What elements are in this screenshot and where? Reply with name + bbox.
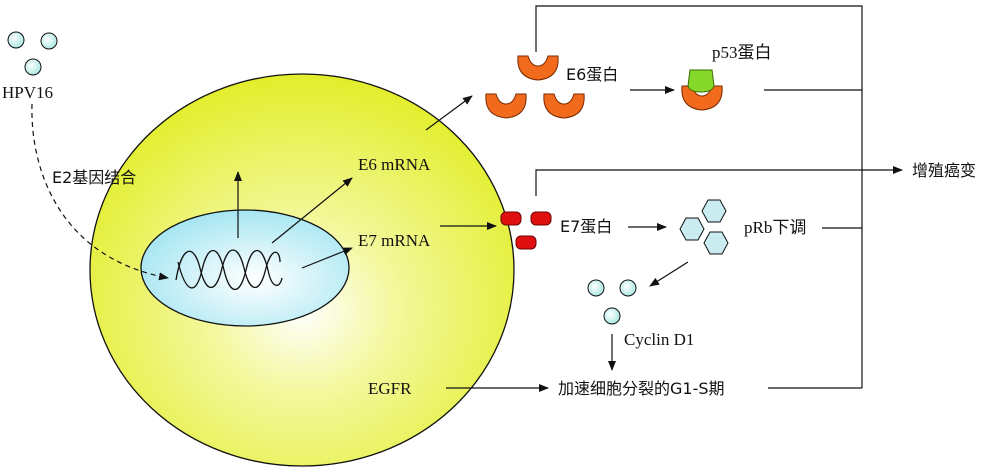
- prb-group: [679, 199, 729, 255]
- label-e6-mrna: E6 mRNA: [358, 155, 431, 174]
- e7-protein-icon: [500, 211, 522, 226]
- cyclin-circle-icon: [587, 279, 605, 297]
- e6-protein-icon: [543, 93, 585, 119]
- cyclin-group: [587, 279, 637, 325]
- cyclin-circle-icon: [603, 307, 621, 325]
- e7-protein-icon: [515, 235, 537, 250]
- prb-hexagon-icon: [703, 231, 729, 255]
- label-e6-protein: E6蛋白: [566, 65, 618, 84]
- arrow-to-e6-protein: [425, 95, 473, 131]
- e6-protein-icon: [485, 93, 527, 119]
- label-proliferation: 增殖癌变: [912, 161, 976, 180]
- e6-protein-group: [485, 55, 585, 119]
- arrow-to-e6-mrna: [271, 177, 353, 244]
- virus-particle-icon: [40, 32, 58, 50]
- cyclin-circle-icon: [619, 279, 637, 297]
- prb-hexagon-icon: [701, 199, 727, 223]
- e7-protein-group: [500, 211, 552, 250]
- connector-lines: [535, 5, 863, 389]
- label-e7-protein: E7蛋白: [560, 217, 612, 236]
- label-e7-mrna: E7 mRNA: [358, 231, 431, 250]
- label-g1s-phase: 加速细胞分裂的G1-S期: [558, 379, 725, 398]
- label-e2-binding: E2基因结合: [52, 168, 136, 187]
- infection-path-arrow: [31, 103, 169, 281]
- hpv-virus-particles: [7, 31, 58, 76]
- arrow-prb-to-cyclin: [649, 261, 689, 287]
- e7-protein-icon: [530, 211, 552, 226]
- prb-hexagon-icon: [679, 217, 705, 241]
- virus-particle-icon: [7, 31, 25, 49]
- label-p53-protein: p53蛋白: [712, 43, 772, 62]
- label-hpv16: HPV16: [2, 83, 53, 102]
- virus-particle-icon: [24, 58, 42, 76]
- dna-helix-icon: [175, 249, 283, 291]
- label-cyclin-d1: Cyclin D1: [624, 330, 694, 349]
- nucleus: [140, 209, 350, 327]
- p53-complex-icon: [681, 69, 723, 111]
- label-egfr: EGFR: [368, 379, 412, 398]
- label-prb: pRb下调: [744, 218, 806, 237]
- e6-protein-icon: [517, 55, 559, 81]
- arrow-to-e7-mrna: [301, 247, 353, 269]
